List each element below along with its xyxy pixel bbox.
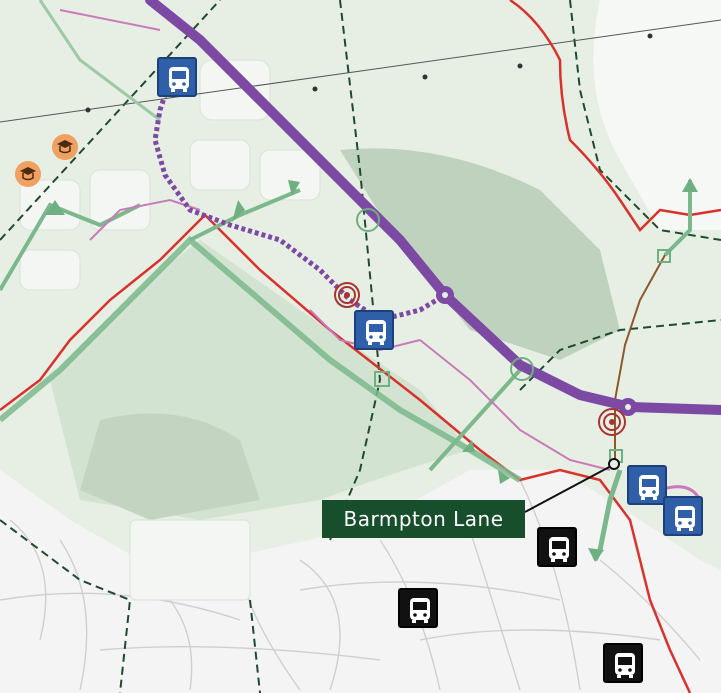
footpath-dashed	[249, 599, 261, 693]
barmpton-lane-callout: Barmpton Lane	[322, 500, 525, 538]
bus-stop-marker[interactable]	[354, 310, 394, 350]
crossing-square	[374, 371, 390, 387]
bus-stop-black-icon	[410, 598, 430, 623]
callout-leader	[524, 464, 614, 513]
bus-stop-marker[interactable]	[627, 465, 667, 505]
bus-stop-marker[interactable]	[398, 588, 438, 628]
woodland	[340, 148, 620, 360]
greenway	[189, 188, 301, 242]
greenway	[0, 235, 522, 483]
crossing-square	[657, 249, 671, 263]
target-icon	[598, 408, 626, 436]
route-junction-dot	[625, 404, 631, 410]
arrow-icon	[45, 178, 698, 562]
urban-streets	[0, 479, 701, 691]
access-road	[614, 254, 666, 460]
school-marker	[15, 161, 41, 187]
target-icon	[334, 282, 360, 308]
site-boundary	[509, 0, 721, 232]
callout-point	[608, 458, 620, 470]
greenway	[0, 202, 141, 292]
bus-stop-marker[interactable]	[603, 643, 643, 683]
bus-stop-blue-icon	[169, 67, 189, 92]
footpath-dashed	[0, 519, 132, 693]
school-icon	[20, 167, 36, 181]
bus-stop-black-icon	[549, 537, 569, 562]
bus-stop-black-icon	[615, 653, 635, 678]
crossing-circle	[510, 357, 534, 381]
bus-stop-blue-icon	[639, 475, 659, 500]
site-boundary	[0, 213, 692, 693]
school-marker	[52, 134, 78, 160]
bus-stop-marker[interactable]	[663, 496, 703, 536]
crossing-circle	[356, 208, 380, 232]
bus-route-main	[145, 0, 721, 415]
northeast-field	[593, 0, 721, 230]
greenway-secondary	[38, 0, 161, 122]
bus-stop-marker[interactable]	[537, 527, 577, 567]
power-line	[0, 19, 721, 123]
route-junction-dot	[442, 292, 448, 298]
bus-stop-marker[interactable]	[157, 57, 197, 97]
urban-area	[0, 470, 721, 693]
bus-stop-blue-icon	[366, 320, 386, 345]
school-icon	[57, 140, 73, 154]
footpath-dashed	[569, 0, 721, 241]
pink-path	[419, 339, 611, 471]
woodland	[80, 413, 260, 520]
pink-path	[59, 9, 161, 31]
power-nodes	[85, 33, 653, 113]
greenway	[428, 368, 522, 472]
bus-stop-blue-icon	[675, 506, 695, 531]
footpath-dashed	[329, 0, 382, 541]
field-patches	[19, 59, 321, 601]
footpath-dashed	[0, 0, 221, 241]
greenway	[663, 180, 692, 257]
